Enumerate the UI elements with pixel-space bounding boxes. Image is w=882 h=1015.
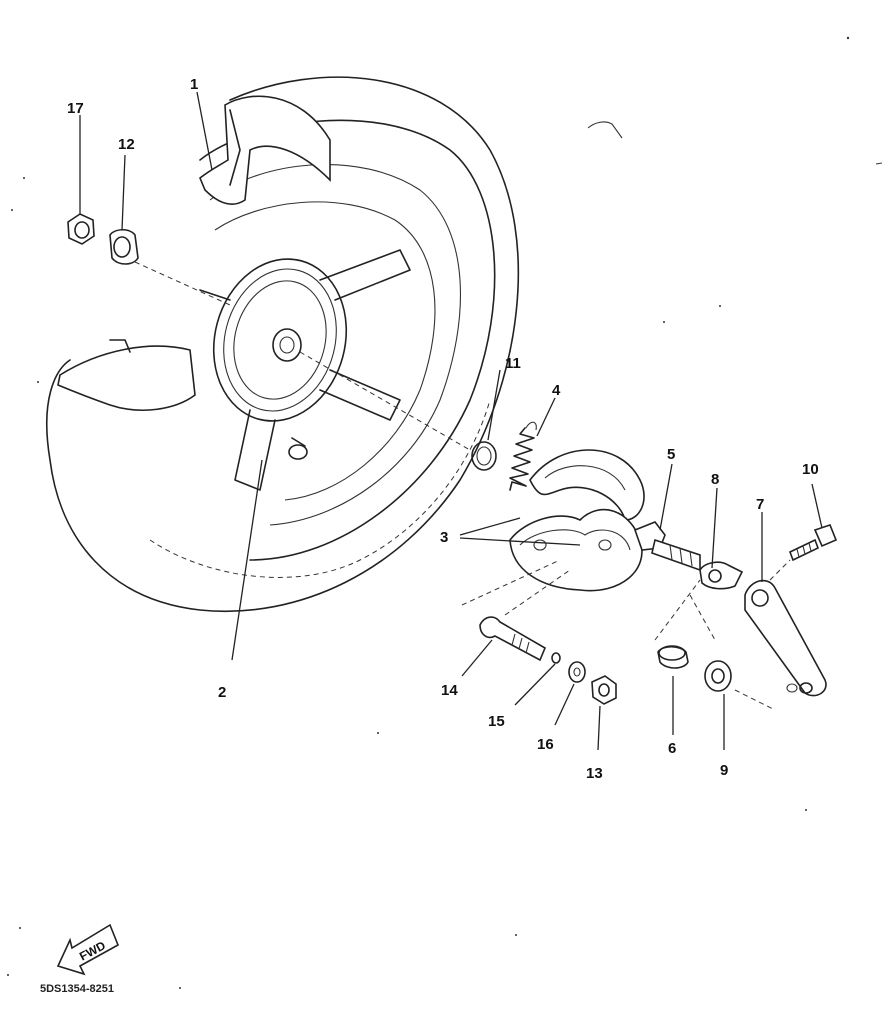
washer-16 bbox=[568, 661, 586, 683]
scan-artifacts bbox=[7, 36, 882, 989]
leader-lines bbox=[79, 91, 823, 751]
callout-8: 8 bbox=[711, 471, 719, 488]
callout-1: 1 bbox=[190, 76, 198, 93]
callout-4: 4 bbox=[552, 382, 561, 399]
callout-5: 5 bbox=[667, 446, 675, 463]
callout-10: 10 bbox=[802, 461, 819, 478]
o-ring-11 bbox=[471, 441, 497, 471]
collar-6 bbox=[657, 645, 689, 669]
wheel-assembly bbox=[46, 76, 520, 612]
indicator-plate-8 bbox=[699, 561, 744, 590]
spring-4 bbox=[509, 421, 537, 491]
callout-3: 3 bbox=[440, 529, 448, 546]
callout-12: 12 bbox=[118, 136, 135, 153]
washer-9 bbox=[704, 660, 732, 692]
callout-9: 9 bbox=[720, 762, 728, 779]
camshaft-5 bbox=[633, 521, 701, 572]
drawing-code: 5DS1354-8251 bbox=[40, 983, 114, 995]
callout-7: 7 bbox=[756, 496, 764, 513]
bolt-10 bbox=[788, 524, 838, 562]
callout-17: 17 bbox=[67, 100, 84, 117]
callout-14: 14 bbox=[441, 682, 458, 699]
callout-2: 2 bbox=[218, 684, 226, 701]
fwd-arrow-icon: FWD bbox=[56, 923, 120, 976]
callout-15: 15 bbox=[488, 713, 505, 730]
nut-17 bbox=[67, 213, 95, 245]
shaft-14 bbox=[479, 616, 547, 662]
small-washer-15 bbox=[551, 652, 561, 664]
brake-shoes-3 bbox=[509, 449, 645, 592]
callout-11: 11 bbox=[505, 355, 521, 372]
cam-lever-7 bbox=[744, 579, 827, 697]
callout-16: 16 bbox=[537, 736, 554, 753]
collar-12 bbox=[109, 228, 139, 265]
callout-6: 6 bbox=[668, 740, 676, 757]
callout-13: 13 bbox=[586, 765, 603, 782]
nut-13 bbox=[591, 675, 617, 705]
callout-labels: 1 2 3 4 5 6 7 8 9 10 11 12 13 14 15 16 1… bbox=[67, 76, 819, 782]
